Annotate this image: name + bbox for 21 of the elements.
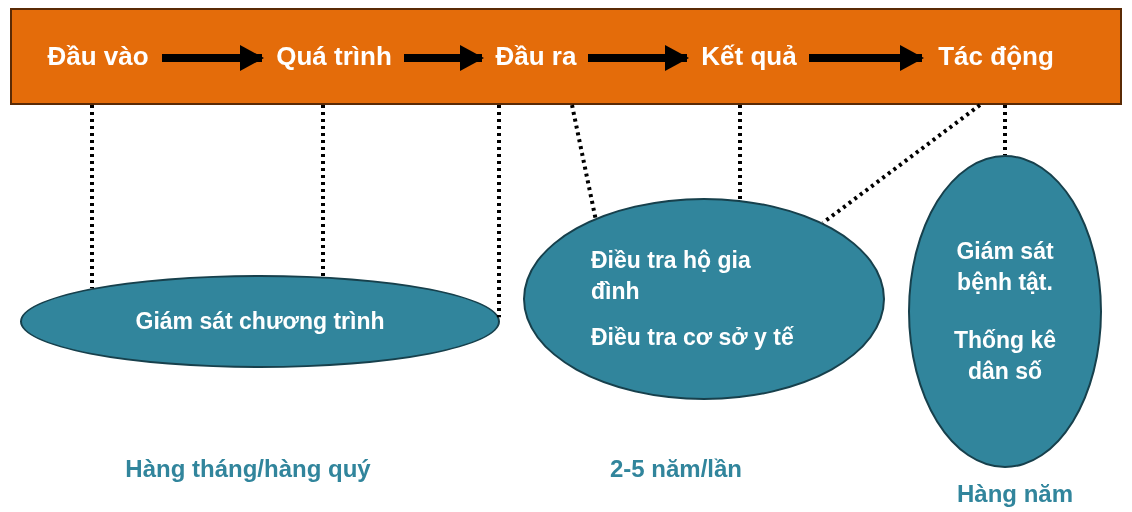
dotted-connector (90, 105, 94, 289)
frequency-label: 2-5 năm/lần (610, 455, 742, 483)
method-text: Điều tra cơ sở y tế (591, 322, 795, 352)
dotted-connector (1003, 105, 1007, 155)
dotted-connector (821, 103, 982, 225)
method-text: Điều tra hộ gia đình (591, 246, 752, 307)
dotted-connector (497, 105, 501, 318)
process-band (10, 8, 1122, 105)
method-text: Thống kê dân số (952, 325, 1058, 386)
method-text: Giám sát bệnh tật. (955, 237, 1055, 298)
stage-label: Đầu ra (488, 10, 584, 103)
stage-label: Kết quả (693, 10, 805, 103)
dotted-connector (570, 104, 598, 219)
method-text: Giám sát chương trình (134, 306, 386, 336)
frequency-label: Hàng năm (957, 480, 1073, 508)
frequency-label: Hàng tháng/hàng quý (125, 455, 371, 483)
stage-label: Tác động (928, 10, 1064, 103)
stage-label: Quá trình (268, 10, 400, 103)
stage-label: Đầu vào (38, 10, 158, 103)
dotted-connector (738, 105, 742, 200)
dotted-connector (321, 105, 325, 277)
